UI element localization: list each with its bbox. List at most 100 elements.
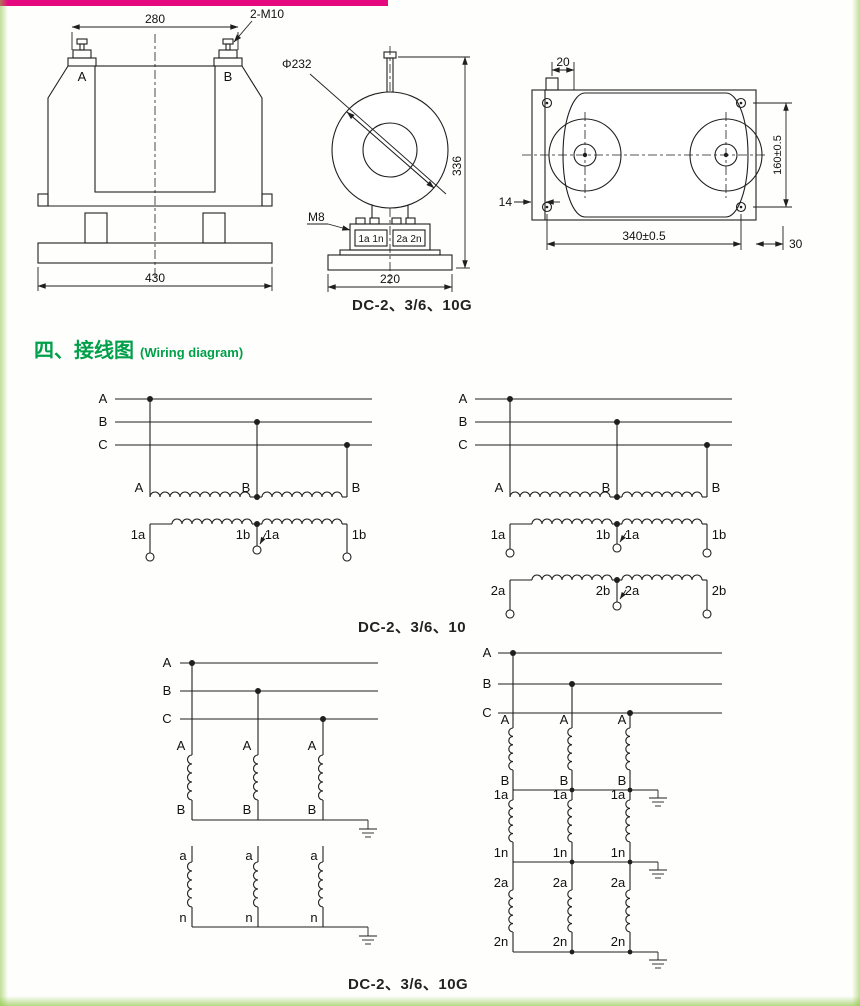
secondary-earth-terminal: [252, 545, 262, 555]
primary-terminal-b-right: B: [712, 480, 721, 495]
tap-connections: [147, 396, 350, 497]
row2-bottom-label-1: 1n: [494, 845, 508, 860]
ring-dim-height: 336: [398, 56, 470, 269]
phase-b-label: B: [459, 414, 468, 429]
secondary2-label-2b-right: 2b: [712, 583, 726, 598]
terminal-group-1-label: 1a 1n: [358, 234, 383, 245]
side-flange-circles: [548, 118, 763, 192]
dim-label-220: 220: [380, 272, 400, 286]
phase-a-label: A: [163, 655, 172, 670]
primary-earth-symbol: [359, 820, 377, 838]
front-dim-base: 430: [37, 267, 273, 291]
row1-bottom-label-2: B: [560, 773, 569, 788]
row1-top-label-1: A: [501, 712, 510, 727]
bottom-edge-decoration: [0, 996, 860, 1006]
secondary1-junction-dot: [614, 521, 620, 527]
wiring-diagram-vv-single: A B C A B B: [98, 391, 372, 562]
front-bolt-callout: 2-M10: [233, 7, 284, 43]
phase-b-label: B: [483, 676, 492, 691]
row1-bottom-label-3: B: [618, 773, 627, 788]
primary-top-label-2: A: [243, 738, 252, 753]
primary-junction-dot: [614, 494, 620, 500]
primary-bottom-label-1: B: [177, 802, 186, 817]
side-top-lug: [545, 77, 559, 91]
primary-bottom-label-2: B: [243, 802, 252, 817]
secondary-label-1b-mid: 1b: [236, 527, 250, 542]
secondary-windings: [149, 518, 348, 553]
ring-dim-diameter: Φ232: [282, 57, 447, 195]
earth-buses: [513, 787, 658, 955]
row2-top-label-2: 1a: [553, 787, 568, 802]
row3-top-label-1: 2a: [494, 875, 509, 890]
primary-terminal-a: A: [135, 480, 144, 495]
secondary1-label-1a-mid: 1a: [625, 527, 640, 542]
wiring-diagram-vv-dual: A B C A B B: [458, 391, 732, 619]
dim-label-340: 340±0.5: [622, 229, 666, 243]
phase-lines: [115, 398, 372, 446]
phase-b-label: B: [99, 414, 108, 429]
secondary1-windings: [509, 518, 708, 549]
front-terminal-a-label: A: [78, 69, 87, 84]
front-body-outline: [37, 38, 273, 264]
front-view-drawing: 280 2-M10 A B 430: [37, 7, 284, 291]
secondary2-label-2b-mid: 2b: [596, 583, 610, 598]
dim-label-430: 430: [145, 271, 165, 285]
earth-symbol-row2: [649, 862, 667, 879]
front-dim-top: 280: [71, 12, 239, 50]
wiring-bottom-caption: DC-2、3/6、10G: [348, 976, 469, 993]
dim-label-280: 280: [145, 12, 165, 26]
phase-lines: [498, 652, 722, 714]
secondary-terminal-1a-left: [145, 552, 155, 562]
secondary1-label-1b-right: 1b: [712, 527, 726, 542]
secondary1-terminal-right: [702, 548, 712, 558]
secondary-top-label-2: a: [245, 848, 253, 863]
side-corner-holes: [541, 97, 747, 213]
row1-top-label-2: A: [560, 712, 569, 727]
secondary-bottom-label-1: n: [179, 910, 186, 925]
tap-connections: [507, 396, 710, 497]
secondary1-label-1b-mid: 1b: [596, 527, 610, 542]
phase-lines: [180, 662, 378, 720]
row3-top-label-3: 2a: [611, 875, 626, 890]
secondary2-label-2a-left: 2a: [491, 583, 506, 598]
side-dim-hole-vertical: 160±0.5: [753, 102, 792, 208]
wiring-diagram-star-single: A B C A A A B B B: [162, 655, 378, 945]
earth-symbol-row3: [649, 952, 667, 969]
primary-top-label-3: A: [308, 738, 317, 753]
ring-inner-circle: [362, 122, 418, 178]
side-dim-edge: 30: [755, 226, 803, 251]
dim-label-336: 336: [450, 156, 464, 176]
row2-bottom-label-2: 1n: [553, 845, 567, 860]
right-edge-decoration: [852, 0, 860, 1006]
primary-terminal-a: A: [495, 480, 504, 495]
secondary-label-1a-left: 1a: [131, 527, 146, 542]
secondary1-terminal-left: [505, 548, 515, 558]
row1-top-label-3: A: [618, 712, 627, 727]
phase-lines: [475, 398, 732, 446]
ring-view-drawing: Φ232 336 1a 1n 2a 2n M8: [282, 46, 470, 292]
row2-top-label-3: 1a: [611, 787, 626, 802]
tap-connections: [189, 660, 326, 755]
section-heading-zh: 四、接线图: [34, 340, 134, 362]
outline-caption: DC-2、3/6、10G: [352, 297, 473, 314]
winding-columns: [508, 727, 631, 952]
primary-terminal-b-mid: B: [602, 480, 611, 495]
phase-a-label: A: [483, 645, 492, 660]
ring-base: [327, 249, 453, 271]
primary-windings: [186, 754, 368, 821]
dim-label-30: 30: [789, 237, 803, 251]
side-dim-offset: 20: [551, 55, 575, 90]
primary-terminal-b-right: B: [352, 480, 361, 495]
row2-bottom-label-3: 1n: [611, 845, 625, 860]
row3-top-label-2: 2a: [553, 875, 568, 890]
wiring-top-caption: DC-2、3/6、10: [358, 619, 467, 636]
section-heading-en: (Wiring diagram): [140, 345, 244, 360]
dim-label-diameter: Φ232: [282, 57, 312, 71]
row3-bottom-label-1: 2n: [494, 934, 508, 949]
secondary-label-1a-mid: 1a: [265, 527, 280, 542]
secondary2-junction-dot: [614, 577, 620, 583]
top-accent-bar: [0, 0, 388, 6]
ring-dim-base: 220: [327, 272, 453, 292]
phase-a-label: A: [99, 391, 108, 406]
